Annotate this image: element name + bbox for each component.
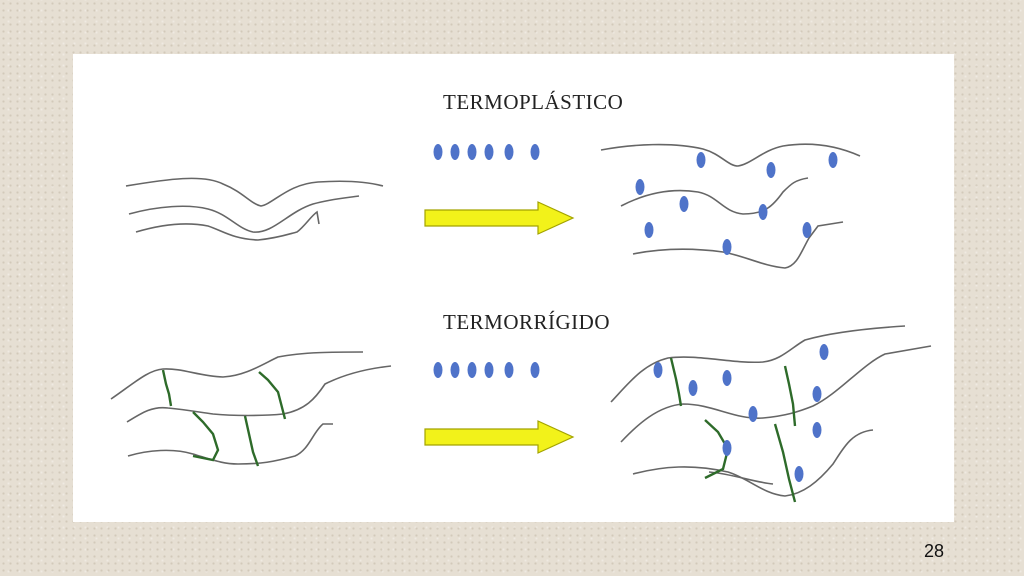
diagram-panel: TERMOPLÁSTICO TERMORRÍGIDO <box>73 54 954 522</box>
thermoset-arrow <box>424 420 575 454</box>
thermoset-crosslinks-before <box>161 369 287 467</box>
thermoset-chains-after <box>610 325 932 497</box>
thermoset-particles <box>433 362 540 378</box>
thermoplastic-particles <box>433 144 540 160</box>
thermoplastic-particles-after <box>635 152 838 255</box>
thermoplastic-chains-before <box>125 177 384 241</box>
thermoset-chains-before <box>110 351 392 465</box>
page-number: 28 <box>923 541 944 561</box>
thermoset-particles-after <box>653 344 829 482</box>
thermoplastic-chains-after <box>600 143 861 269</box>
thermoplastic-title: TERMOPLÁSTICO <box>443 90 624 114</box>
diagram-canvas <box>110 143 932 503</box>
thermoset-title: TERMORRÍGIDO <box>443 310 610 334</box>
thermoset-crosslinks-after <box>669 357 797 503</box>
thermoplastic-arrow <box>424 201 575 235</box>
